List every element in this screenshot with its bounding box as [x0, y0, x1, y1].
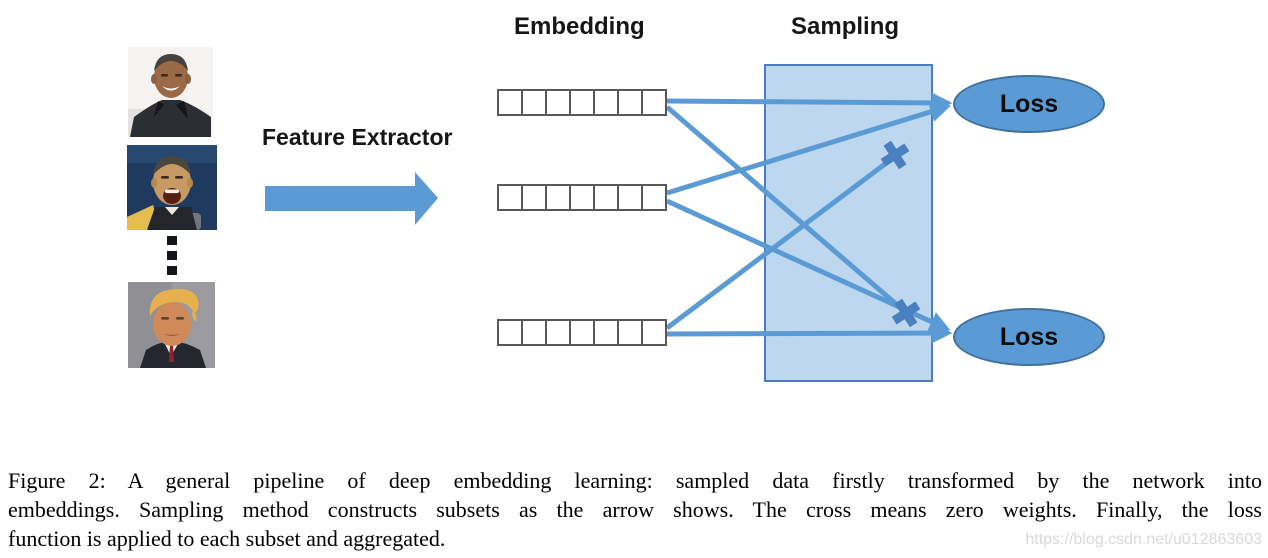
connector-row2-to-loss-top [666, 101, 952, 196]
caption-line-3: function is applied to each subset and a… [8, 526, 446, 551]
portrait-illustration [128, 47, 213, 137]
embedding-cell [593, 184, 619, 211]
loss-node-top: Loss [953, 75, 1105, 133]
input-photo-trump [128, 282, 215, 368]
embedding-cell [497, 319, 523, 346]
zero-weight-cross-icon-top [880, 140, 910, 170]
zero-weight-cross-icon-bottom [891, 298, 921, 328]
embedding-cell [569, 319, 595, 346]
portrait-illustration [128, 282, 215, 368]
sampling-region-box [764, 64, 933, 382]
embedding-cell [545, 184, 571, 211]
embedding-cell [593, 89, 619, 116]
embedding-cell [569, 184, 595, 211]
caption-line-1: Figure 2: A general pipeline of deep emb… [8, 468, 1262, 493]
embedding-cell [593, 319, 619, 346]
embedding-cell [569, 89, 595, 116]
connector-row3-to-loss-bottom [666, 322, 953, 344]
caption-line-2: embeddings. Sampling method constructs s… [8, 497, 1262, 522]
embedding-cell [641, 184, 667, 211]
connector-row1-to-cross-bottom [665, 105, 905, 312]
connector-row1-to-loss-top [666, 92, 953, 114]
embedding-cell [617, 184, 643, 211]
feature-extractor-arrow [265, 172, 438, 225]
input-photo-obama-smiling [128, 47, 213, 137]
embedding-header: Embedding [514, 13, 645, 40]
sampling-header: Sampling [791, 13, 900, 40]
csdn-watermark: https://blog.csdn.net/u012863603 [1025, 531, 1262, 548]
embedding-vector-1 [497, 89, 667, 116]
embedding-vector-3 [497, 319, 667, 346]
input-photo-obama-shouting [127, 145, 217, 230]
embedding-cell [521, 89, 547, 116]
embedding-cell [617, 319, 643, 346]
portrait-illustration [127, 145, 217, 230]
embedding-cell [545, 319, 571, 346]
connector-row3-to-cross-top [665, 156, 895, 330]
embedding-vector-2 [497, 184, 667, 211]
embedding-cell [545, 89, 571, 116]
embedding-cell [641, 89, 667, 116]
embedding-cell [497, 184, 523, 211]
embedding-cell [617, 89, 643, 116]
feature-extractor-label: Feature Extractor [262, 124, 453, 150]
figure-caption: Figure 2: A general pipeline of deep emb… [8, 466, 1262, 553]
loss-node-bottom: Loss [953, 308, 1105, 366]
embedding-cell [521, 184, 547, 211]
embedding-cell [641, 319, 667, 346]
embedding-cell [521, 319, 547, 346]
embedding-cell [497, 89, 523, 116]
